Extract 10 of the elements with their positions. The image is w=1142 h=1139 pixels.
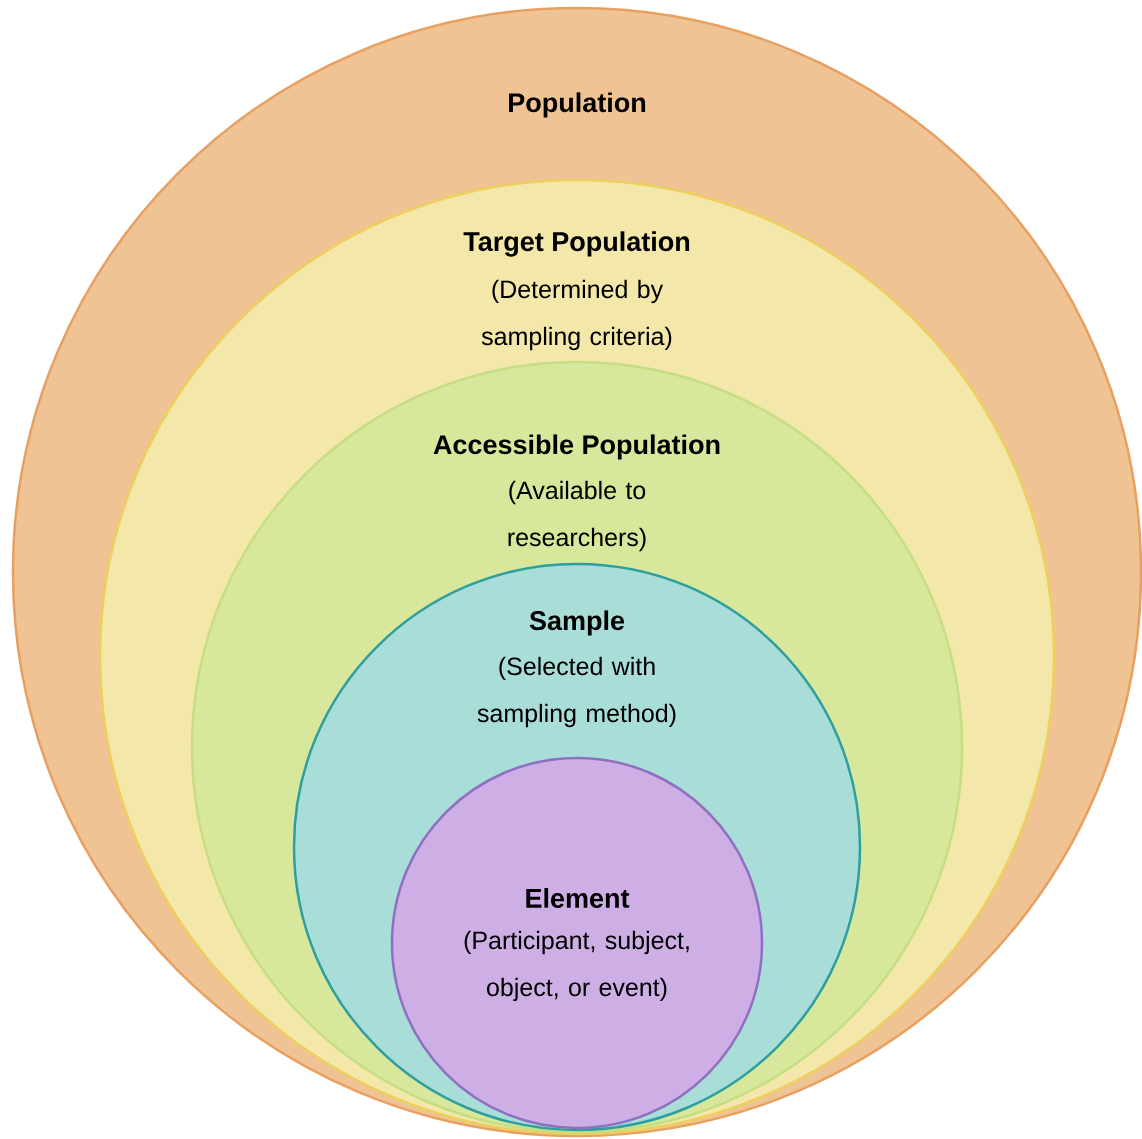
- description: (Available to researchers): [508, 480, 646, 552]
- heading: Accessible Population: [433, 434, 720, 460]
- heading: Sample: [529, 610, 625, 636]
- description: (Determined by sampling criteria): [481, 279, 672, 351]
- heading: Target Population: [463, 231, 690, 257]
- nested-circle: [390, 756, 764, 1130]
- heading: Population: [509, 92, 646, 118]
- description: (Selected with sampling method): [477, 656, 676, 728]
- description: (Participant, subject, object, or event): [464, 930, 689, 1002]
- heading: Element: [526, 888, 630, 908]
